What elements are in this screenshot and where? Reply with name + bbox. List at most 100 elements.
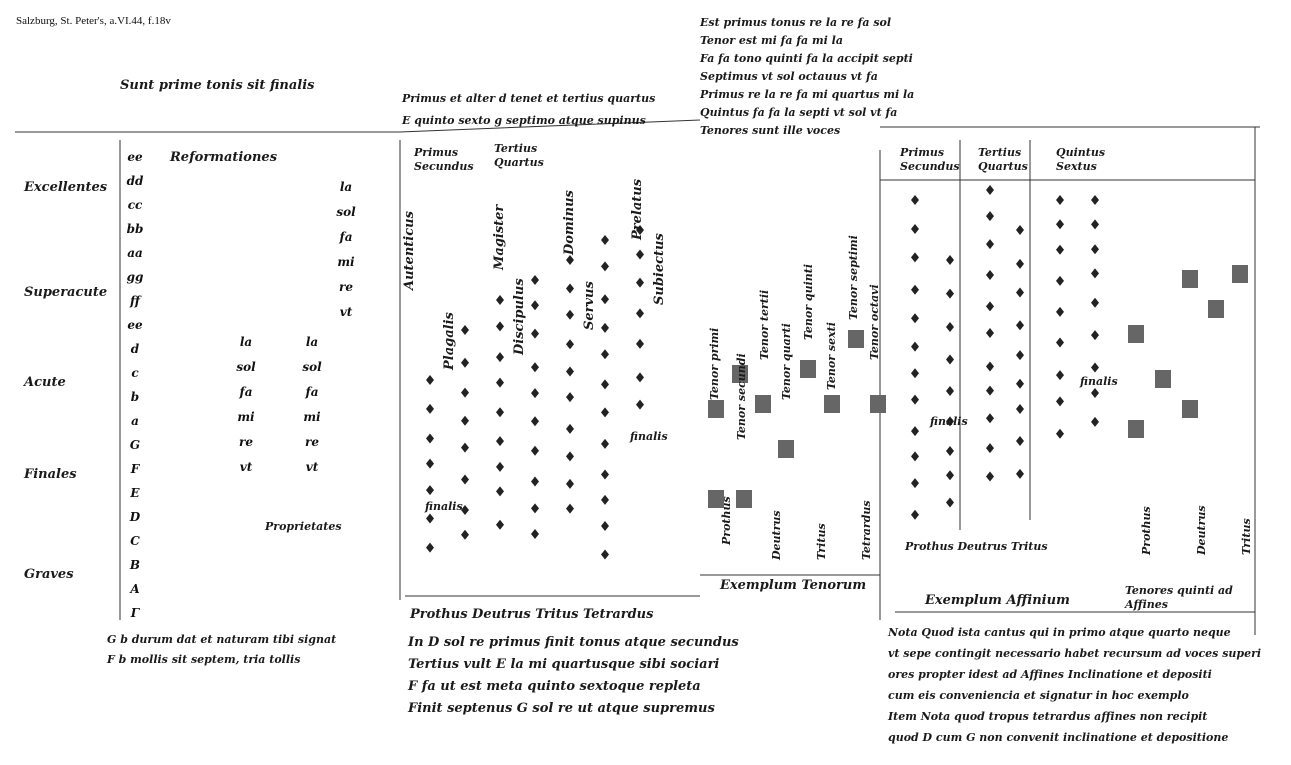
- neume-diamond: [531, 362, 539, 373]
- neume-diamond: [601, 294, 609, 305]
- tenor-block: [732, 365, 748, 383]
- left-bottom-block: G b durum dat et naturam tibi signat F b…: [107, 630, 336, 670]
- neume-diamond: [1091, 362, 1099, 373]
- neume-diamond: [601, 379, 609, 390]
- neume-diamond: [566, 339, 574, 350]
- neume-diamond: [946, 470, 954, 481]
- top-right-block: Est primus tonus re la re fa sol Tenor e…: [700, 14, 914, 140]
- tenor-label: Tenor quinti: [802, 263, 815, 340]
- neume-diamond: [1016, 350, 1024, 361]
- mode-label: Magister: [492, 204, 507, 270]
- mode-label: Plagalis: [442, 312, 457, 370]
- text-line: Fa fa tono quinti fa la accipit septi: [700, 52, 913, 65]
- gamut-letter: c: [131, 366, 139, 380]
- solmization-syllable: mi: [337, 255, 355, 269]
- neume-diamond: [461, 505, 469, 516]
- range-superacute: Superacute: [24, 285, 108, 300]
- neume-diamond: [911, 195, 919, 205]
- neume-diamond: [636, 372, 644, 383]
- vertical-maneria: Tetrardus: [860, 500, 873, 560]
- neume-diamond: [1056, 337, 1064, 348]
- text-line: Tenores sunt ille voces: [700, 124, 841, 137]
- nota-line: Item Nota quod tropus tetrardus affines …: [888, 710, 1208, 723]
- vertical-maneria: Deutrus: [1195, 505, 1208, 555]
- text-line: Septimus vt sol octauus vt fa: [700, 70, 878, 83]
- neume-diamond: [1091, 244, 1099, 255]
- solmization-syllable: re: [239, 435, 253, 449]
- neume-diamond: [426, 485, 434, 496]
- neume-diamond: [461, 415, 469, 426]
- neume-diamond: [986, 385, 994, 396]
- text-line: Est primus tonus re la re fa sol: [700, 16, 892, 29]
- finalis-mark: finalis: [630, 430, 668, 443]
- neume-diamond: [566, 392, 574, 403]
- nota-line: cum eis conveniencia et signatur in hoc …: [888, 689, 1189, 702]
- neume-diamond: [1056, 275, 1064, 286]
- mode-label: Subiectus: [652, 233, 667, 305]
- neume-diamond: [986, 413, 994, 424]
- gamut-letter: F: [130, 462, 140, 476]
- verse-block: In D sol re primus finit tonus atque sec…: [408, 632, 739, 720]
- neume-diamond: [946, 255, 954, 265]
- neume-diamond: [911, 478, 919, 489]
- neume-diamond: [1056, 195, 1064, 205]
- gamut-letter: A: [130, 582, 140, 596]
- solmization-syllable: mi: [237, 410, 255, 424]
- neume-diamond: [601, 322, 609, 333]
- tenor-block: [824, 395, 840, 413]
- proprietates: Proprietates: [265, 520, 342, 533]
- tenor-label: Tenor quarti: [780, 323, 793, 400]
- neume-diamond: [566, 478, 574, 489]
- mode-label: Dominus: [562, 190, 577, 255]
- neume-diamond: [1056, 396, 1064, 407]
- neume-diamond: [946, 354, 954, 365]
- tenor-block: [708, 490, 724, 508]
- neume-diamond: [531, 275, 539, 285]
- gamut-letter: D: [129, 510, 141, 524]
- neume-diamond: [601, 549, 609, 560]
- neume-diamond: [911, 451, 919, 462]
- gamut-letter: gg: [126, 270, 144, 284]
- solmization-syllable: fa: [239, 385, 253, 399]
- neume-diamond: [911, 368, 919, 379]
- tenor-block: [778, 440, 794, 458]
- neume-diamond: [1091, 195, 1099, 205]
- neume-diamond: [911, 426, 919, 437]
- bottom-maneriae: Prothus Deutrus Tritus Tetrardus: [410, 607, 654, 622]
- neume-diamond: [601, 438, 609, 449]
- neume-diamond: [496, 436, 504, 447]
- neume-diamond: [911, 223, 919, 234]
- gamut-letter: d: [130, 342, 140, 356]
- neume-diamond: [636, 338, 644, 349]
- neume-diamond: [496, 295, 504, 305]
- neume-diamond: [531, 445, 539, 456]
- neume-diamond: [911, 341, 919, 352]
- range-finales: Finales: [24, 467, 77, 482]
- nota-line: quod D cum G non convenit inclinatione e…: [888, 731, 1229, 744]
- neume-diamond: [531, 476, 539, 487]
- gamut-letter: B: [129, 558, 141, 572]
- neume-diamond: [1056, 428, 1064, 439]
- neume-diamond: [911, 509, 919, 520]
- verse-line: In D sol re primus finit tonus atque sec…: [408, 635, 739, 650]
- neume-diamond: [636, 277, 644, 288]
- tenor-block: [1208, 300, 1224, 318]
- neume-diamond: [531, 503, 539, 514]
- neume-diamond: [601, 407, 609, 418]
- solmization-syllable: re: [339, 280, 353, 294]
- finalis-mark: finalis: [425, 500, 463, 513]
- solmization-syllable: sol: [236, 360, 256, 374]
- tenor-block: [1182, 270, 1198, 288]
- tenor-block: [1155, 370, 1171, 388]
- gamut-letter: ff: [130, 294, 140, 308]
- gamut-letter: bb: [126, 222, 144, 236]
- mode-label: Prelatus: [630, 178, 645, 240]
- neume-diamond: [946, 497, 954, 508]
- finalis-mark: finalis: [1080, 375, 1118, 388]
- neume-diamond: [946, 321, 954, 332]
- neume-diamond: [601, 261, 609, 272]
- gamut-letter: aa: [127, 246, 143, 260]
- neume-diamond: [496, 377, 504, 388]
- tone-pair: Quintus Sextus: [1056, 146, 1106, 173]
